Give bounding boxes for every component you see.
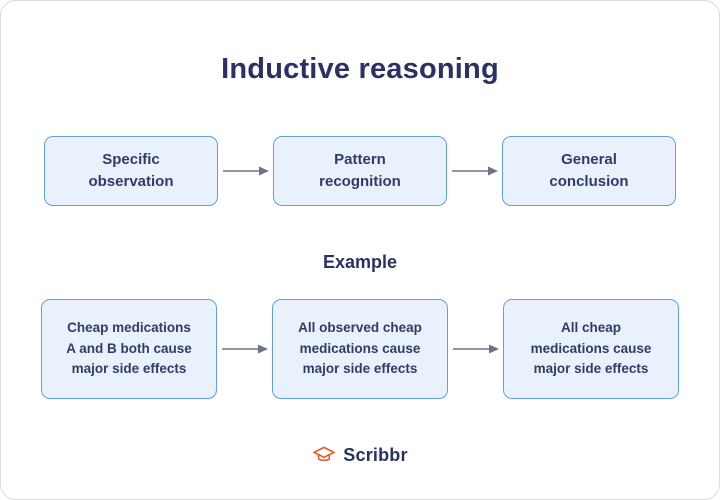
page-title: Inductive reasoning xyxy=(221,53,499,85)
arrow-right-icon xyxy=(223,166,269,176)
flow-step-pattern-recognition: Pattern recognition xyxy=(273,136,447,206)
arrow-right-icon xyxy=(222,344,268,354)
flow-step-label: Pattern recognition xyxy=(319,150,401,191)
scribbr-graduation-cap-icon xyxy=(313,446,336,462)
example-step-label: Cheap medications A and B both cause maj… xyxy=(66,319,192,377)
example-step-label: All cheap medications cause major side e… xyxy=(530,319,652,377)
flow-step-label: Specific observation xyxy=(88,150,174,191)
arrow-right-icon xyxy=(452,166,498,176)
example-row: Cheap medications A and B both cause maj… xyxy=(1,299,719,399)
flow-row: Specific observation Pattern recognition… xyxy=(1,136,719,206)
flow-step-general-conclusion: General conclusion xyxy=(502,136,676,206)
brand-name: Scribbr xyxy=(343,445,408,465)
example-step-pattern: All observed cheap medications cause maj… xyxy=(272,299,448,399)
arrow-right-icon xyxy=(453,344,499,354)
example-step-label: All observed cheap medications cause maj… xyxy=(298,319,422,377)
example-heading: Example xyxy=(322,252,398,272)
flow-step-label: General conclusion xyxy=(549,150,629,191)
example-step-observation: Cheap medications A and B both cause maj… xyxy=(41,299,217,399)
flow-step-specific-observation: Specific observation xyxy=(44,136,218,206)
brand-footer: Scribbr xyxy=(1,445,719,466)
example-step-conclusion: All cheap medications cause major side e… xyxy=(503,299,679,399)
